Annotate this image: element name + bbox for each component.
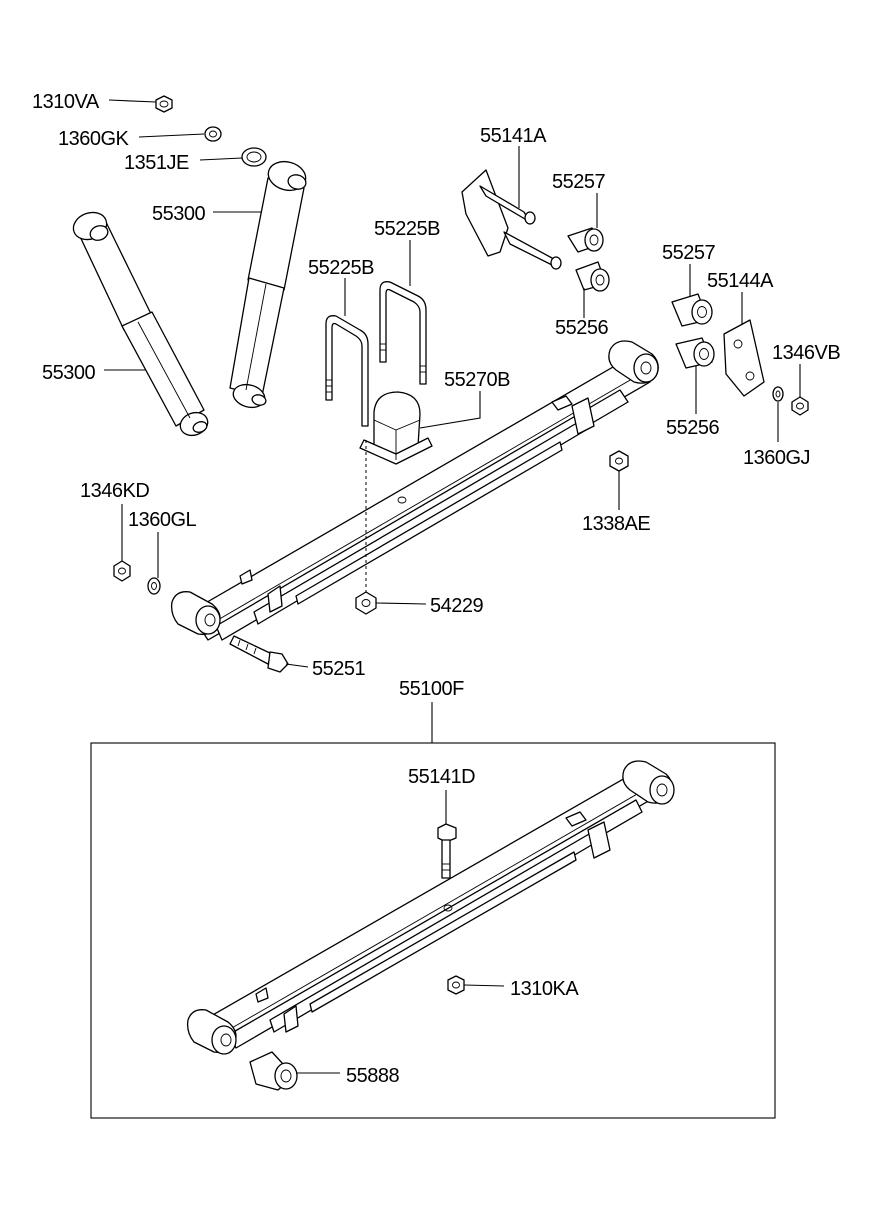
bushing-55256-right[interactable]	[675, 337, 715, 369]
bushing-55257-top[interactable]	[567, 227, 604, 253]
label-1346vb: 1346VB	[772, 342, 840, 364]
washer-1360gl[interactable]	[147, 577, 161, 595]
label-55225b-left: 55225B	[308, 257, 374, 279]
label-55225b-right: 55225B	[374, 218, 440, 240]
label-1351je: 1351JE	[124, 152, 189, 174]
leaf-spring-assembly[interactable]	[186, 760, 675, 1055]
bolt-55251[interactable]	[229, 635, 289, 673]
washer-1351je[interactable]	[241, 147, 267, 167]
shackle-bracket-55141a[interactable]	[461, 169, 562, 270]
nut-1346kd[interactable]	[113, 560, 131, 582]
shock-absorber-right[interactable]	[229, 158, 309, 411]
label-1310va: 1310VA	[32, 91, 100, 113]
label-55300-right: 55300	[152, 203, 205, 225]
center-bolt-55141d[interactable]	[437, 823, 457, 879]
leader-lines	[104, 99, 801, 1074]
washer-1360gj[interactable]	[772, 386, 784, 402]
washer-1360gk[interactable]	[204, 126, 222, 142]
nut-54229[interactable]	[355, 591, 377, 615]
label-1338ae: 1338AE	[582, 513, 650, 535]
u-bolt-55225b-left[interactable]	[325, 315, 369, 427]
assembly-box-55100f	[90, 742, 776, 1119]
label-1310ka: 1310KA	[510, 978, 579, 1000]
nut-1310ka[interactable]	[447, 975, 465, 995]
label-55300-left: 55300	[42, 362, 95, 384]
label-55257-right: 55257	[662, 242, 715, 264]
label-55141a: 55141A	[480, 125, 547, 147]
label-55256-top: 55256	[555, 317, 608, 339]
label-55100f: 55100F	[399, 678, 464, 700]
label-55251: 55251	[312, 658, 365, 680]
label-1360gk: 1360GK	[58, 128, 130, 150]
shackle-plate-55144a[interactable]	[723, 319, 765, 397]
nut-1310va[interactable]	[155, 95, 173, 113]
bushing-55888[interactable]	[249, 1051, 298, 1091]
shock-absorber-left[interactable]	[70, 208, 211, 439]
label-55257-top: 55257	[552, 171, 605, 193]
label-55144a: 55144A	[707, 270, 774, 292]
label-1360gl: 1360GL	[128, 509, 197, 531]
bushing-55257-right[interactable]	[671, 293, 713, 327]
bushing-55256-top[interactable]	[575, 261, 610, 292]
nut-1346vb[interactable]	[791, 396, 809, 416]
bump-stopper-55270b[interactable]	[359, 391, 433, 465]
label-1360gj: 1360GJ	[743, 447, 810, 469]
label-1346kd: 1346KD	[80, 480, 149, 502]
label-55141d: 55141D	[408, 766, 475, 788]
u-bolt-55225b-right[interactable]	[379, 281, 427, 385]
label-54229: 54229	[430, 595, 483, 617]
label-55888: 55888	[346, 1065, 399, 1087]
leaf-spring-top[interactable]	[170, 340, 659, 641]
label-55256-right: 55256	[666, 417, 719, 439]
label-55270b: 55270B	[444, 369, 510, 391]
nut-1338ae[interactable]	[609, 450, 629, 472]
